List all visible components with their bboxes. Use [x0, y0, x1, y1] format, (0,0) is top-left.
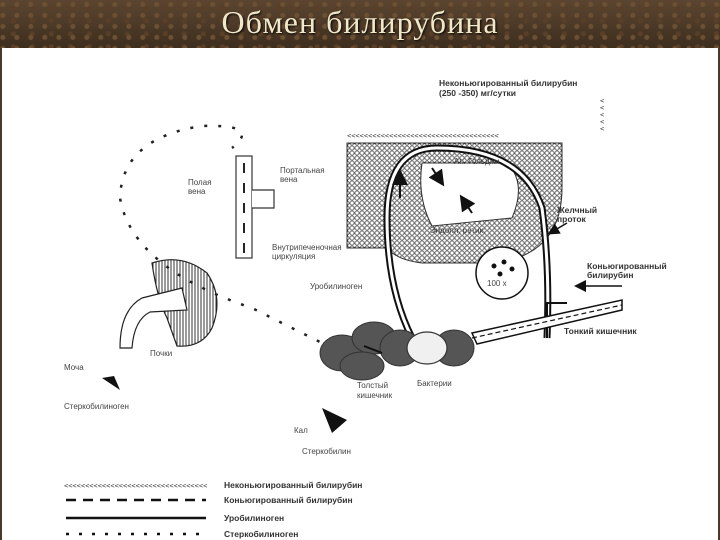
label-er: Эндопл. ретик. [430, 226, 485, 235]
label-intrahepatic-2: циркуляция [272, 252, 315, 261]
label-urobilinogen: Уробилиноген [310, 282, 362, 291]
label-conj-1: Коньюгированный [587, 261, 667, 271]
label-portal-vein-2: вена [188, 187, 206, 196]
label-large-intestine-2: кишечник [357, 391, 393, 400]
label-conj-2: билирубин [587, 270, 634, 280]
portal-vein-branch [252, 189, 275, 209]
svg-text:<: < [600, 111, 604, 119]
bile-loop-inner [385, 146, 550, 339]
legend: <<<<<<<<<<<<<<<<<<<<<<<<<<<<<<<<<< Некон… [64, 480, 362, 539]
label-intrahepatic-1: Внутрипеченочная [272, 243, 342, 252]
label-portal-vein-1: Полая [188, 178, 211, 187]
svg-text:<: < [600, 125, 604, 133]
slide-title: Обмен билирубина [221, 4, 499, 40]
svg-text:<: < [600, 97, 604, 105]
legend-label: Стеркобилиноген [224, 529, 298, 539]
legend-swatch-chevron: <<<<<<<<<<<<<<<<<<<<<<<<<<<<<<<<<< [64, 482, 207, 490]
label-unconj-1: Неконьюгированный билирубин [439, 78, 577, 88]
label-bile-duct-1: Желчный [556, 205, 597, 215]
chevron-line-top: <<<<<<<<<<<<<<<<<<<<<<<<<<<<<<<<<<<< [347, 132, 499, 140]
label-small-intestine: Тонкий кишечник [564, 326, 637, 336]
chevron-line-vertical: <<< << [600, 97, 604, 133]
bacteria-zone [406, 331, 448, 365]
stercobilinogen-loop [118, 124, 333, 350]
label-unconj-2: (250 -350) мг/сутки [439, 88, 516, 98]
svg-text:<: < [600, 104, 604, 112]
label-portal-1: Портальная [280, 166, 325, 175]
legend-label: Неконьюгированный билирубин [224, 480, 362, 490]
feces-arrowhead [322, 408, 347, 433]
label-100x: 100 x [487, 279, 507, 288]
bilirubin-diagram: <<<<<<<<<<<<<<<<<<<<<<<<<<<<<<<<<<<< <<<… [64, 78, 667, 539]
legend-label: Коньюгированный билирубин [224, 495, 353, 505]
large-intestine [319, 321, 475, 381]
urine-arrowhead [102, 376, 120, 390]
label-stercobilinogen: Стеркобилиноген [64, 402, 129, 411]
label-feces: Кал [294, 426, 308, 435]
svg-text:<: < [600, 118, 604, 126]
ureter-arrow [119, 287, 188, 349]
label-kidneys: Почки [150, 349, 172, 358]
slide-canvas: <<<<<<<<<<<<<<<<<<<<<<<<<<<<<<<<<<<< <<<… [2, 48, 718, 540]
label-golgi: Ап. Гольджи [454, 157, 500, 166]
label-stercobilin: Стеркобилин [302, 447, 351, 456]
label-urine: Моча [64, 363, 84, 372]
legend-label: Уробилиноген [224, 513, 284, 523]
label-bacteria: Бактерии [417, 379, 452, 388]
small-intestine-inner [471, 304, 623, 339]
title-bar: Обмен билирубина [0, 0, 720, 48]
label-large-intestine-1: Толстый [357, 381, 388, 390]
label-portal-2: вена [280, 175, 298, 184]
label-bile-duct-2: проток [557, 214, 587, 224]
